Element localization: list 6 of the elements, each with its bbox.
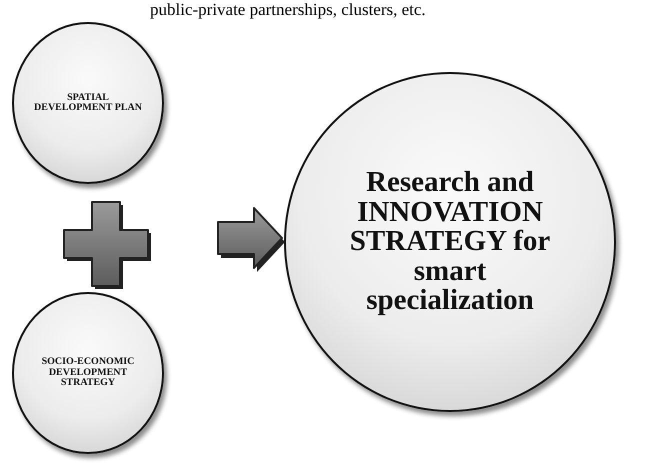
- node-text: SOCIO-ECONOMIC DEVELOPMENT STRATEGY: [40, 357, 136, 389]
- node-text: SPATIAL DEVELOPMENT PLAN: [33, 92, 143, 114]
- plus-sign: [64, 202, 148, 286]
- block-arrow: [217, 207, 285, 272]
- node-text: Research and INNOVATION STRATEGY for smart specialization: [348, 168, 552, 316]
- note-text: public-private partnerships, clusters, etc.: [150, 0, 426, 20]
